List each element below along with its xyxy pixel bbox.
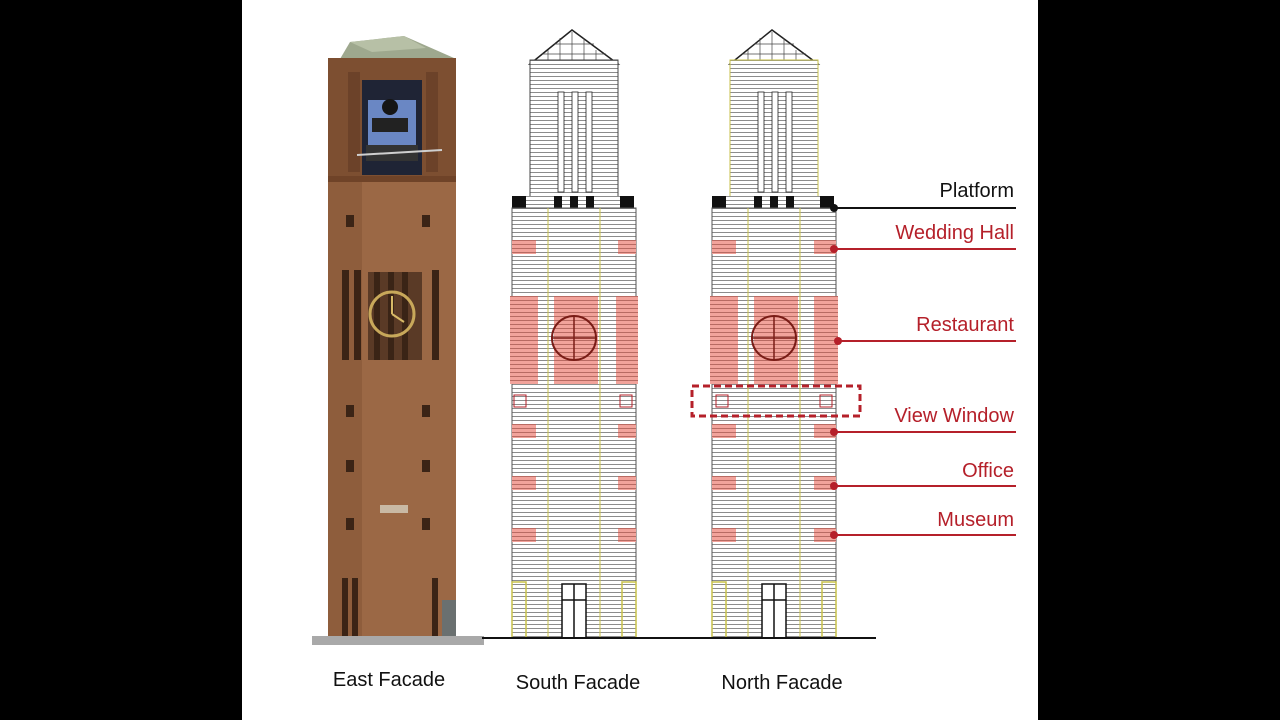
caption-south-facade: South Facade <box>515 672 641 694</box>
label-view-window: View Window <box>894 405 1014 427</box>
label-wedding-hall: Wedding Hall <box>895 222 1014 244</box>
caption-east-facade: East Facade <box>332 669 446 691</box>
label-museum: Museum <box>937 509 1014 531</box>
south-facade-drawing <box>510 29 638 639</box>
label-restaurant: Restaurant <box>916 314 1014 336</box>
leader-lines <box>830 204 1016 539</box>
label-office: Office <box>962 460 1014 482</box>
east-facade-photo <box>312 36 484 645</box>
north-facade-drawing <box>710 29 838 639</box>
tower-elevation-diagram <box>312 29 1016 645</box>
slide-canvas: Platform Wedding Hall Restaurant View Wi… <box>242 0 1038 720</box>
label-platform: Platform <box>939 180 1014 202</box>
caption-north-facade: North Facade <box>721 672 843 694</box>
view-window-callout-box <box>690 384 862 418</box>
